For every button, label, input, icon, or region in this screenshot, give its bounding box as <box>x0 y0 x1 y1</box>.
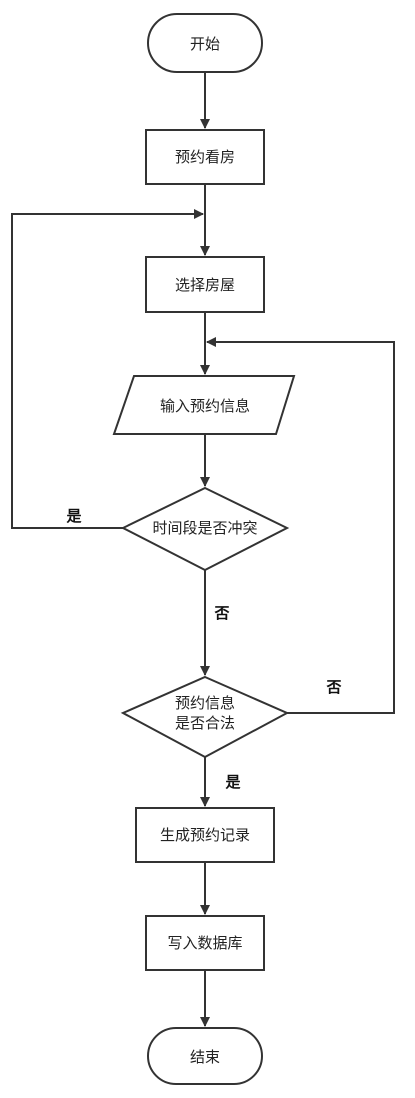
end-label: 结束 <box>190 1048 220 1066</box>
time-conflict-decision: 时间段是否冲突 <box>120 486 290 572</box>
valid-yes-label: 是 <box>224 773 241 791</box>
info-valid-label-line1: 预约信息 <box>175 694 235 712</box>
time-conflict-label: 时间段是否冲突 <box>152 519 257 537</box>
conflict-yes-label: 是 <box>65 507 82 525</box>
start-terminal: 开始 <box>147 13 263 73</box>
write-db-process: 写入数据库 <box>145 915 265 971</box>
edge-valid-no-loop <box>206 337 395 714</box>
start-label: 开始 <box>190 35 220 53</box>
info-valid-label-line2: 是否合法 <box>175 714 235 732</box>
view-booking-process: 预约看房 <box>145 129 265 185</box>
select-house-label: 选择房屋 <box>175 276 235 294</box>
generate-record-process: 生成预约记录 <box>135 807 275 863</box>
view-booking-label: 预约看房 <box>175 148 235 166</box>
valid-no-label: 否 <box>325 678 341 696</box>
conflict-no-label: 否 <box>213 604 229 622</box>
select-house-process: 选择房屋 <box>145 256 265 313</box>
end-terminal: 结束 <box>147 1027 263 1085</box>
generate-record-label: 生成预约记录 <box>160 826 250 844</box>
input-info-label: 输入预约信息 <box>160 397 250 415</box>
edge-conflict-yes-loop <box>11 209 204 529</box>
write-db-label: 写入数据库 <box>167 934 242 952</box>
input-info-io: 输入预约信息 <box>112 375 296 435</box>
info-valid-decision: 预约信息 是否合法 <box>120 675 290 759</box>
